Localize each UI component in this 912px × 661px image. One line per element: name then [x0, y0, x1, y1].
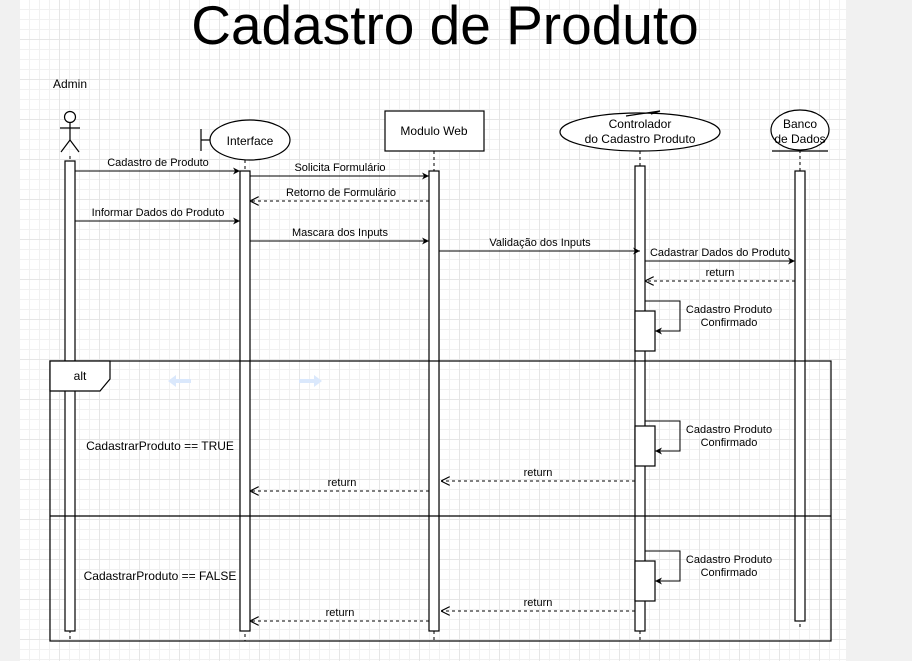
msg-solicita-formulario-label: Solicita Formulário	[294, 162, 385, 174]
msg-mascara-inputs-label: Mascara dos Inputs	[292, 227, 388, 239]
lifeline-modulo-web-box	[384, 110, 485, 152]
activation-self-2	[634, 425, 656, 467]
msg-cadastro-produto-label: Cadastro de Produto	[107, 157, 209, 169]
message-labels: Cadastro de Produto Solicita Formulário …	[92, 157, 790, 619]
activation-banco	[794, 170, 806, 622]
alt-fragment	[49, 360, 832, 642]
guard-true-label: CadastrarProduto == TRUE	[86, 439, 234, 453]
interface-boundary-icon	[200, 119, 291, 161]
activation-self-1	[634, 310, 656, 352]
messages	[75, 167, 795, 621]
lifeline-interface-label: Interface	[227, 134, 274, 148]
self-message-2-label-2: Confirmado	[701, 437, 758, 449]
page-title: Cadastro de Produto	[191, 0, 699, 56]
alt-operator-label: alt	[74, 369, 87, 383]
msg-return-banco-label: return	[706, 267, 735, 279]
guard-false-label: CadastrarProduto == FALSE	[84, 569, 237, 583]
self-message-3-arrow	[645, 550, 681, 585]
msg-validacao-inputs-label: Validação dos Inputs	[489, 237, 591, 249]
self-message-3-label-1: Cadastro Produto	[686, 554, 772, 566]
actor-admin-icon	[60, 110, 80, 153]
lifeline-controlador-label-2: do Cadastro Produto	[585, 132, 696, 146]
guide-arrow-left-icon	[168, 375, 191, 387]
activation-modulo-web	[428, 170, 440, 632]
self-message-1-arrow	[645, 300, 681, 335]
self-message-3-label-2: Confirmado	[701, 567, 758, 579]
msg-return-true-ctrl-label: return	[524, 467, 553, 479]
activation-self-3	[634, 560, 656, 602]
guide-arrow-right-icon	[299, 375, 322, 387]
actor-admin-label: Admin	[53, 77, 87, 91]
msg-return-true-web-label: return	[328, 477, 357, 489]
guide-arrows	[168, 375, 322, 387]
msg-return-false-web-label: return	[326, 607, 355, 619]
self-message-1-label-2: Confirmado	[701, 317, 758, 329]
self-message-1-label-1: Cadastro Produto	[686, 304, 772, 316]
msg-retorno-formulario-label: Retorno de Formulário	[286, 187, 396, 199]
lifeline-banco-label-2: de Dados	[774, 132, 825, 146]
lifeline-modulo-web-label: Modulo Web	[400, 124, 467, 138]
msg-cadastrar-dados-label: Cadastrar Dados do Produto	[650, 247, 790, 259]
activation-admin	[64, 160, 76, 632]
msg-return-false-ctrl-label: return	[524, 597, 553, 609]
msg-informar-dados-label: Informar Dados do Produto	[92, 207, 225, 219]
lifeline-controlador-label-1: Controlador	[609, 117, 672, 131]
activation-controlador	[634, 165, 646, 632]
activation-interface	[239, 170, 251, 632]
self-message-2-arrow	[645, 420, 681, 455]
self-message-2-label-1: Cadastro Produto	[686, 424, 772, 436]
lifeline-banco-label-1: Banco	[783, 117, 817, 131]
